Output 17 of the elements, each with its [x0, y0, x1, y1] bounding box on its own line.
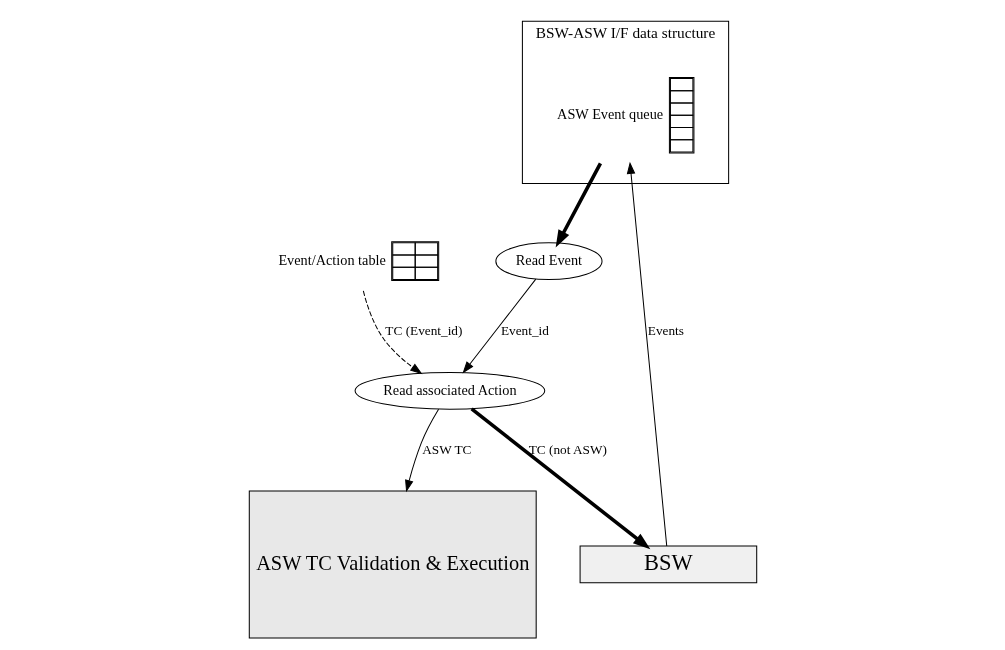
- node-box: ASW TC Validation & Execution: [248, 489, 537, 638]
- arrow: [626, 161, 667, 547]
- node-label: Event/Action table: [277, 251, 386, 268]
- arrow: [462, 278, 536, 374]
- edge-label: Events: [647, 322, 684, 338]
- node-box: BSW: [579, 545, 757, 583]
- node-label: ASW Event queue: [556, 105, 663, 122]
- arrow: [404, 408, 439, 492]
- edge-label: ASW TC: [421, 441, 471, 457]
- arrow: [362, 290, 422, 374]
- node-ellipse: Read Event: [494, 241, 603, 280]
- node-ellipse: Read associated Action: [354, 371, 545, 410]
- arrow: [470, 407, 650, 549]
- edge-label: Event_id: [500, 322, 549, 338]
- edge-label: TC (Event_id): [384, 322, 462, 338]
- arrow: [555, 162, 602, 248]
- edge-label: TC (not ASW): [528, 441, 607, 457]
